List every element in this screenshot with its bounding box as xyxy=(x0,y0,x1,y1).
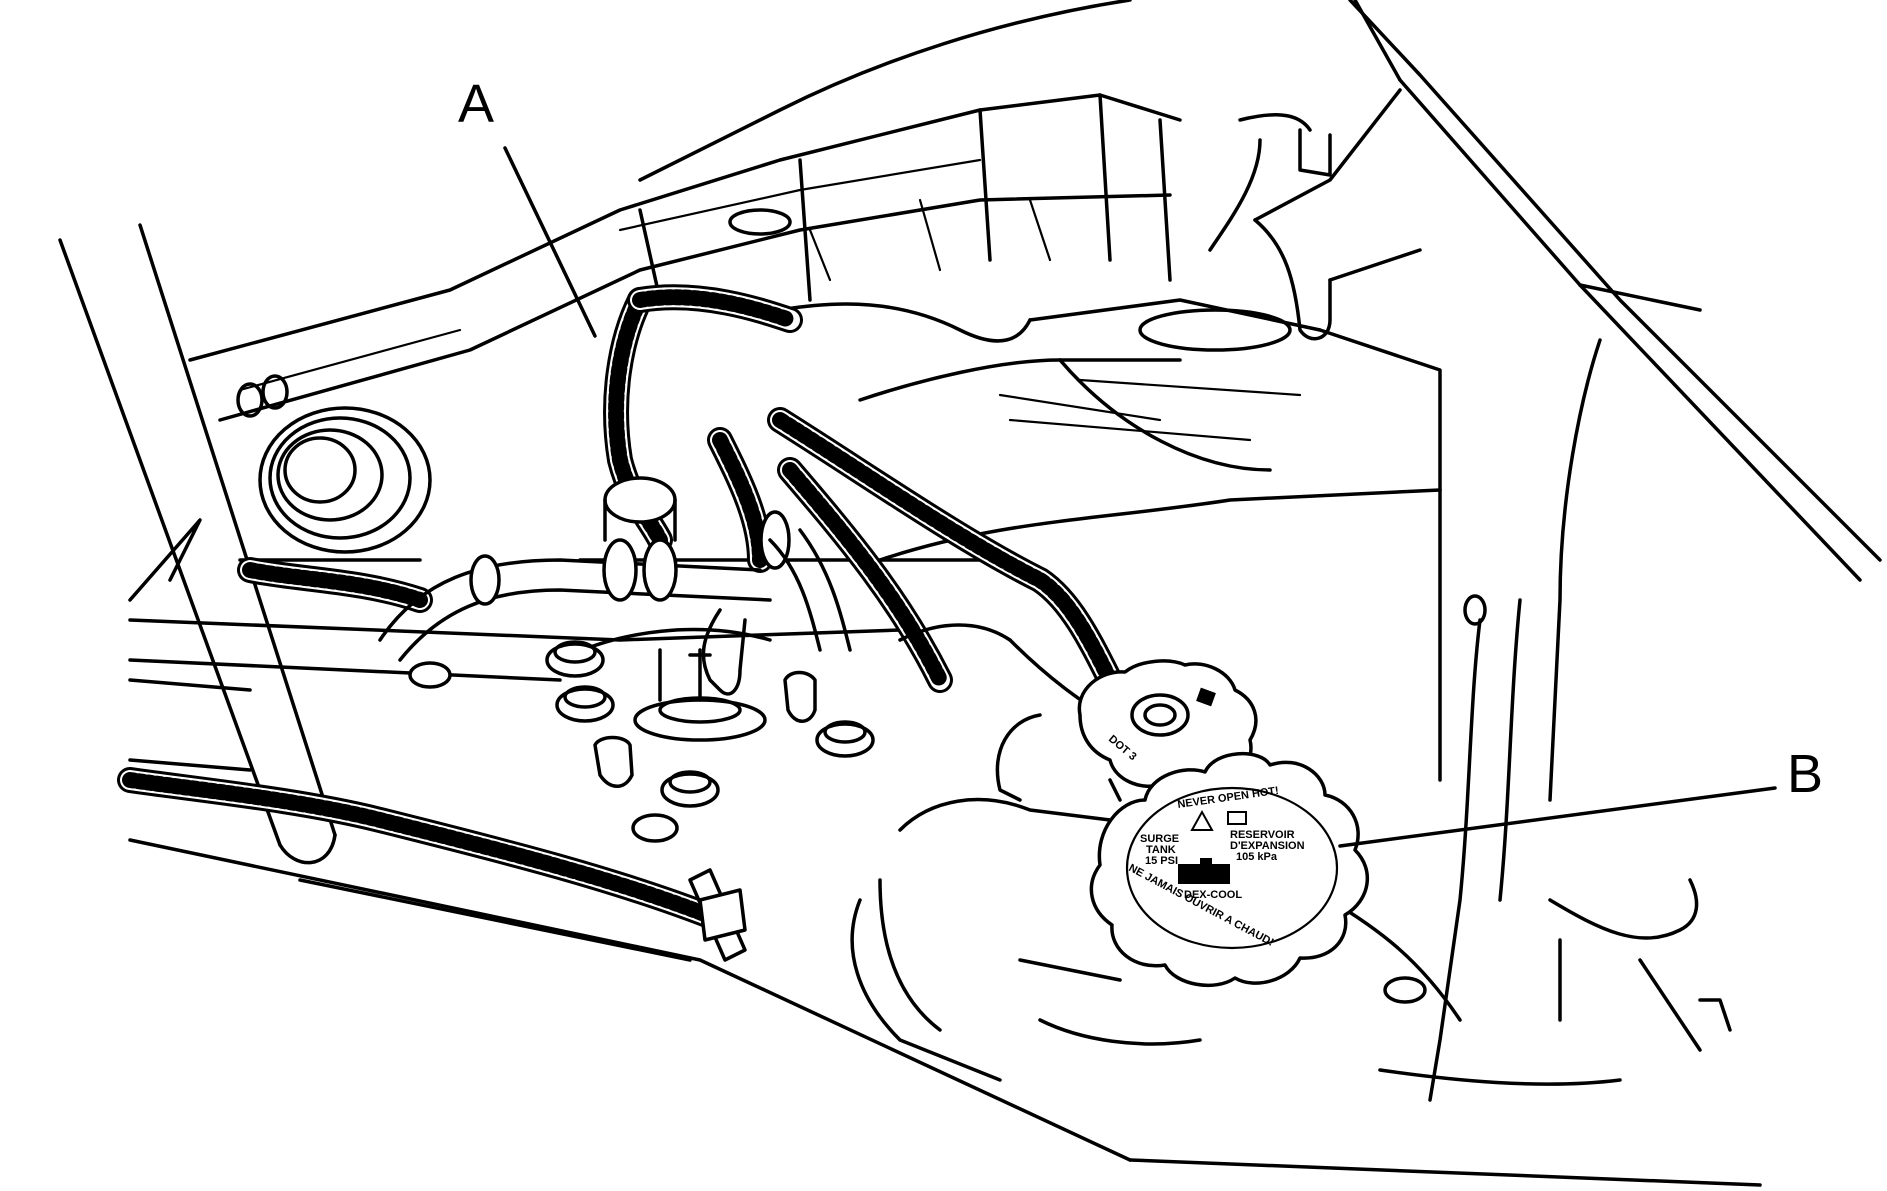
coolant-level-icon xyxy=(1178,858,1230,884)
bleeder-nipples xyxy=(593,648,817,788)
coolant-cap-left-line2: TANK xyxy=(1146,844,1176,856)
coolant-cap-right-line1: RESERVOIR xyxy=(1230,829,1295,841)
bolt xyxy=(1463,594,1487,626)
bolt xyxy=(660,770,720,808)
callout-a: A xyxy=(458,74,494,134)
hood-prop-rod xyxy=(58,223,337,865)
reservoir-icon xyxy=(1227,811,1247,825)
callout-b: B xyxy=(1787,744,1823,804)
coolant-cap-right-line2: D'EXPANSION xyxy=(1230,840,1305,852)
coolant-cap-left-line3: 15 PSI xyxy=(1145,855,1178,867)
coolant-cap: NEVER OPEN HOT! SURGE TANK 15 PSI RESERV… xyxy=(1089,752,1370,987)
pulley xyxy=(238,406,432,562)
front-lower-edge xyxy=(128,518,1132,1162)
air-intake-duct xyxy=(778,298,1442,782)
wiring-loom-main xyxy=(117,767,733,933)
bolt xyxy=(545,640,605,678)
bolt xyxy=(555,685,615,723)
leader-line-a xyxy=(503,146,597,338)
bolts xyxy=(408,594,1487,1004)
fender-bracket xyxy=(1253,88,1422,341)
engine-top xyxy=(188,93,1332,422)
wiring-loom-left xyxy=(237,557,433,613)
bolt xyxy=(631,813,679,843)
callout-leaders xyxy=(503,146,1777,848)
brake-fluid-cap: DOT 3 xyxy=(995,659,1258,802)
bolt xyxy=(815,720,875,758)
coolant-cap-right-line3: 105 kPa xyxy=(1236,851,1278,863)
heater-hose xyxy=(378,476,852,662)
bolt xyxy=(408,661,452,689)
coolant-cap-left-line1: SURGE xyxy=(1140,833,1179,845)
leader-line-b xyxy=(1338,786,1777,848)
wiring-loom-right xyxy=(707,407,1123,693)
hood-edge xyxy=(638,0,1882,582)
loom-clip xyxy=(688,868,747,962)
fender xyxy=(1128,338,1762,1187)
coolant-type-label: DEX-COOL xyxy=(1184,889,1242,901)
bolt xyxy=(1383,976,1427,1004)
warning-triangle-icon xyxy=(1190,809,1214,831)
